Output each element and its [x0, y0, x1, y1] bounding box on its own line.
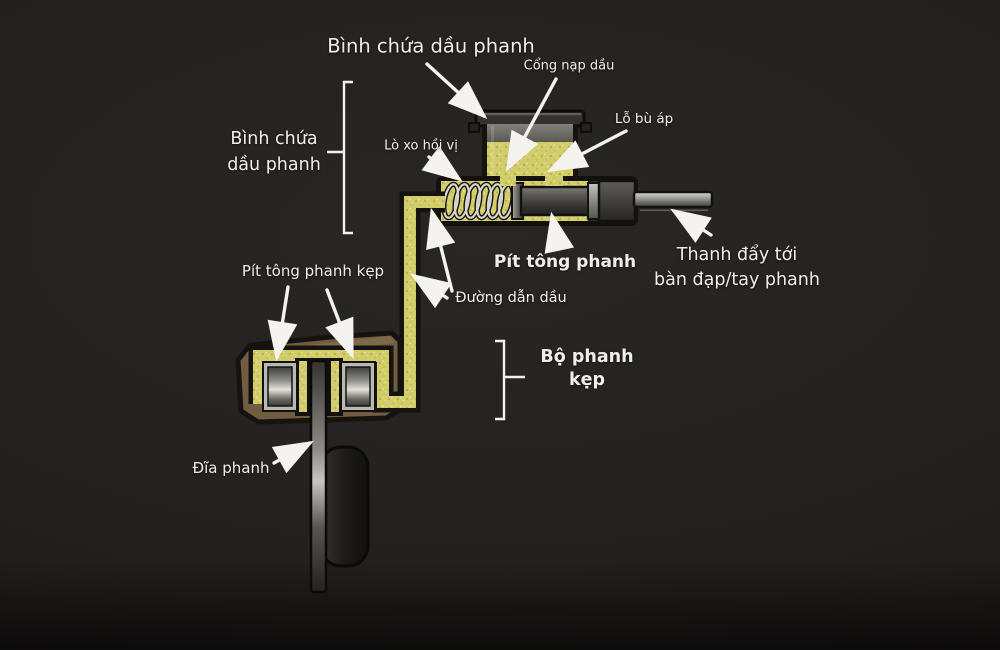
reservoir-ports [500, 172, 563, 186]
label-reservoir-bracket: Bình chứa dầu phanh [227, 129, 321, 175]
brackets [327, 80, 525, 421]
fluid-reservoir [468, 109, 592, 178]
master-piston-body [519, 185, 593, 217]
compensation-port [545, 172, 563, 186]
label-return-spring: Lò xo hồi vị [384, 138, 458, 154]
brake-line [248, 191, 445, 413]
arrow-reservoir-top [425, 62, 488, 119]
caliper-piston-right [340, 361, 376, 412]
label-brake-disc: Đĩa phanh [192, 459, 270, 477]
brake-disc [309, 359, 328, 594]
master-cylinder [436, 176, 714, 226]
brake-pad-left [299, 361, 307, 412]
arrow-master-piston [544, 211, 575, 254]
label-caliper-pistons: Pít tông phanh kẹp [241, 262, 385, 280]
label-compensation-port: Lỗ bù áp [614, 111, 674, 127]
caliper-bracket [495, 339, 525, 421]
push-rod [632, 190, 714, 209]
arrow-return-spring [421, 145, 463, 182]
caliper-piston-left [262, 361, 298, 412]
arrows [267, 62, 713, 474]
arrow-caliper-piston-right [325, 288, 354, 360]
brake-pad-right [331, 361, 339, 412]
reservoir-fluid [487, 142, 573, 176]
arrow-push-rod [670, 208, 713, 243]
arrow-fill-port [505, 77, 558, 172]
label-caliper-bracket: Bộ phanh kẹp [540, 347, 634, 390]
cylinder-rear-block [597, 179, 637, 223]
arrow-caliper-piston-left [267, 285, 298, 362]
arrow-brake-disc [271, 440, 314, 474]
fill-port [500, 172, 516, 186]
label-fill-port: Cổng nạp dầu [523, 58, 615, 74]
brake-line-fluid [253, 196, 445, 408]
label-master-piston: Pít tông phanh [493, 252, 637, 272]
arrow-brake-line-pipe [410, 273, 452, 309]
label-push-rod: Thanh đẩy tới bàn đạp/tay phanh [654, 245, 820, 290]
reservoir-bracket [327, 80, 353, 235]
arrow-compensation-port [547, 129, 628, 173]
label-reservoir-top: Bình chứa dầu phanh [327, 34, 535, 58]
label-brake-line: Đường dẫn dầu [455, 290, 567, 306]
wheel-hub [319, 445, 370, 568]
